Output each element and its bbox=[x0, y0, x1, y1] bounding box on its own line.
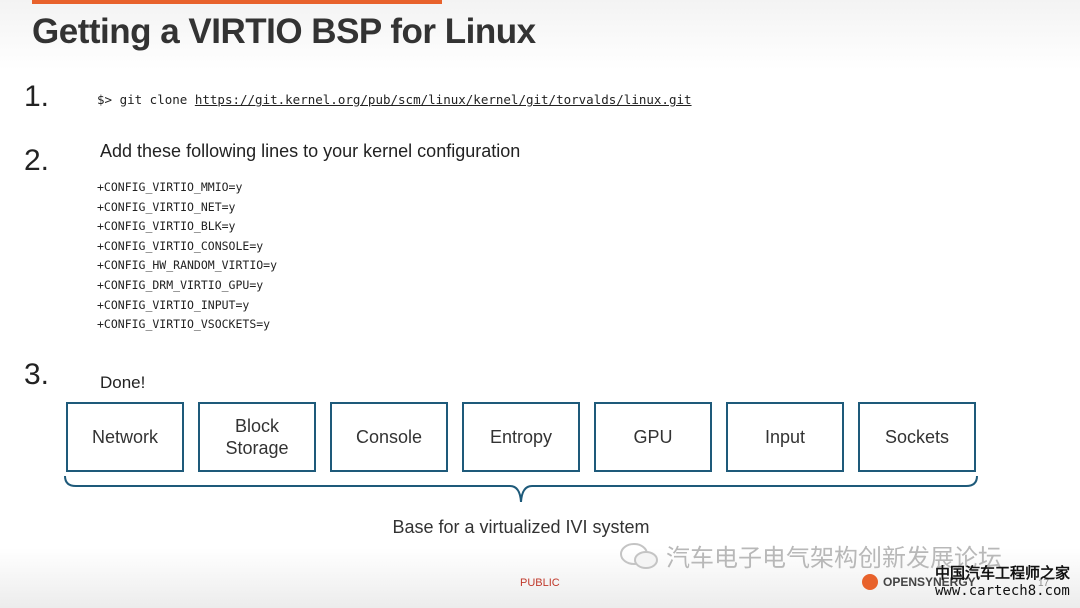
grouping-brace bbox=[64, 475, 978, 503]
config-line: +CONFIG_DRM_VIRTIO_GPU=y bbox=[97, 277, 264, 292]
title-band bbox=[0, 0, 1080, 70]
device-box-input: Input bbox=[726, 402, 844, 472]
step-3-text: Done! bbox=[100, 373, 146, 392]
config-line: +CONFIG_VIRTIO_CONSOLE=y bbox=[97, 238, 264, 253]
device-box-console: Console bbox=[330, 402, 448, 472]
opensynergy-logo: OPENSYNERGY bbox=[862, 574, 976, 590]
top-accent-bar bbox=[32, 0, 442, 4]
step-2-text: Add these following lines to your kernel… bbox=[100, 141, 521, 161]
git-clone-command: $> git clone https://git.kernel.org/pub/… bbox=[97, 92, 692, 107]
public-label: PUBLIC bbox=[520, 577, 560, 589]
device-box-entropy: Entropy bbox=[462, 402, 580, 472]
config-line: +CONFIG_HW_RANDOM_VIRTIO=y bbox=[97, 258, 278, 273]
wechat-icon bbox=[620, 543, 658, 569]
config-line: +CONFIG_VIRTIO_VSOCKETS=y bbox=[97, 317, 271, 332]
step-2-number: 2. bbox=[24, 144, 50, 177]
device-box-network: Network bbox=[66, 402, 184, 472]
command-prompt: $> git clone bbox=[97, 92, 195, 107]
brace-caption: Base for a virtualized IVI system bbox=[392, 517, 650, 537]
page-number: 17 bbox=[1038, 578, 1050, 589]
config-lines: +CONFIG_VIRTIO_MMIO=y +CONFIG_VIRTIO_NET… bbox=[97, 178, 277, 335]
opensynergy-logo-icon bbox=[862, 574, 878, 590]
config-line: +CONFIG_VIRTIO_NET=y bbox=[97, 199, 236, 214]
config-line: +CONFIG_VIRTIO_BLK=y bbox=[97, 219, 236, 234]
step-1-number: 1. bbox=[24, 80, 50, 113]
config-line: +CONFIG_VIRTIO_INPUT=y bbox=[97, 297, 250, 312]
device-box-block-storage: Block Storage bbox=[198, 402, 316, 472]
site-url-watermark: www.cartech8.com bbox=[935, 583, 1070, 599]
step-3-number: 3. bbox=[24, 358, 50, 391]
footer-band bbox=[0, 548, 1080, 608]
device-box-gpu: GPU bbox=[594, 402, 712, 472]
slide-title: Getting a VIRTIO BSP for Linux bbox=[32, 12, 536, 51]
logo-text: OPENSYNERGY bbox=[883, 575, 976, 589]
device-boxes: Network Block Storage Console Entropy GP… bbox=[66, 402, 978, 476]
watermark-text: 汽车电子电气架构创新发展论坛 bbox=[666, 545, 1002, 572]
site-name-watermark: 中国汽车工程师之家 bbox=[935, 565, 1071, 582]
config-line: +CONFIG_VIRTIO_MMIO=y bbox=[97, 180, 243, 194]
kernel-repo-link[interactable]: https://git.kernel.org/pub/scm/linux/ker… bbox=[194, 92, 692, 107]
device-box-sockets: Sockets bbox=[858, 402, 976, 472]
